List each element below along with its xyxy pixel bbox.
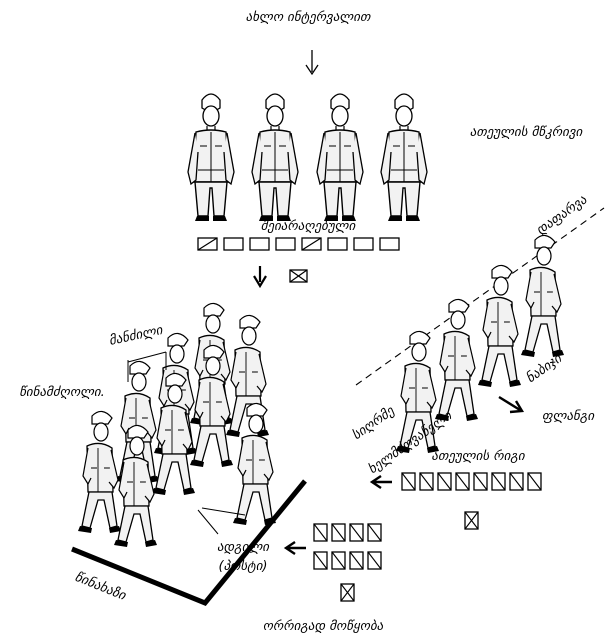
arrow-down-icon [254, 266, 266, 286]
rank-box-row [198, 238, 399, 250]
double-file-boxes [314, 524, 381, 569]
soldier-file-3 [478, 265, 521, 387]
label-leader: წინამძღოლი. [19, 385, 105, 400]
marching-formation [78, 303, 276, 547]
soldier-front-2 [252, 94, 298, 221]
label-top-interval: ახლო ინტერვალით [246, 10, 372, 25]
column-commander-box [465, 512, 478, 529]
column-box-row [402, 473, 541, 490]
label-flank: ფლანგი [542, 409, 596, 424]
soldier-front-1 [188, 94, 234, 221]
label-post: (პოსტი) [219, 559, 268, 574]
soldier-front-3 [317, 94, 363, 221]
arrow-right-icon [499, 397, 522, 412]
label-direction: დაფარვა [534, 192, 591, 238]
soldier-file-2 [435, 299, 478, 421]
arrow-left-icon-2 [286, 542, 306, 554]
label-place: ადგილი [217, 540, 270, 555]
direction-dashed-line [356, 208, 604, 385]
interval-arrow-icon [306, 50, 318, 74]
label-rank-line: ათეულის მწკრივი [470, 125, 584, 140]
soldier-file-4 [521, 235, 564, 357]
commander-cross-box-icon [290, 270, 307, 282]
double-commander-box [341, 584, 354, 601]
label-double-file: ორრიგად მოწყობა [263, 619, 384, 634]
soldier-front-4 [381, 94, 427, 221]
label-spacing: მანძილი [108, 323, 165, 349]
label-depth: სიღრმე [350, 403, 399, 443]
label-armed: შეიარაღებული [261, 219, 357, 234]
arrow-left-icon [372, 476, 392, 488]
label-column: ათეულის რიგი [431, 449, 526, 464]
label-front: წინახაზი [73, 570, 129, 604]
